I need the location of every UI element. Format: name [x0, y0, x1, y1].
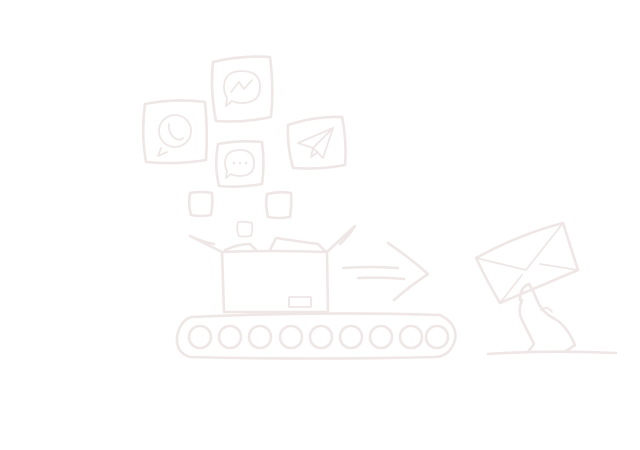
open-box	[188, 224, 357, 314]
conveyor-belt	[175, 312, 457, 360]
whatsapp-icon	[141, 99, 209, 165]
hand-holding-envelope	[474, 221, 618, 356]
arrow-right-icon	[341, 241, 430, 302]
falling-message-cards	[187, 190, 293, 238]
telegram-icon	[286, 115, 347, 170]
chat-bubble-icon	[214, 140, 265, 188]
messenger-icon	[210, 55, 274, 123]
